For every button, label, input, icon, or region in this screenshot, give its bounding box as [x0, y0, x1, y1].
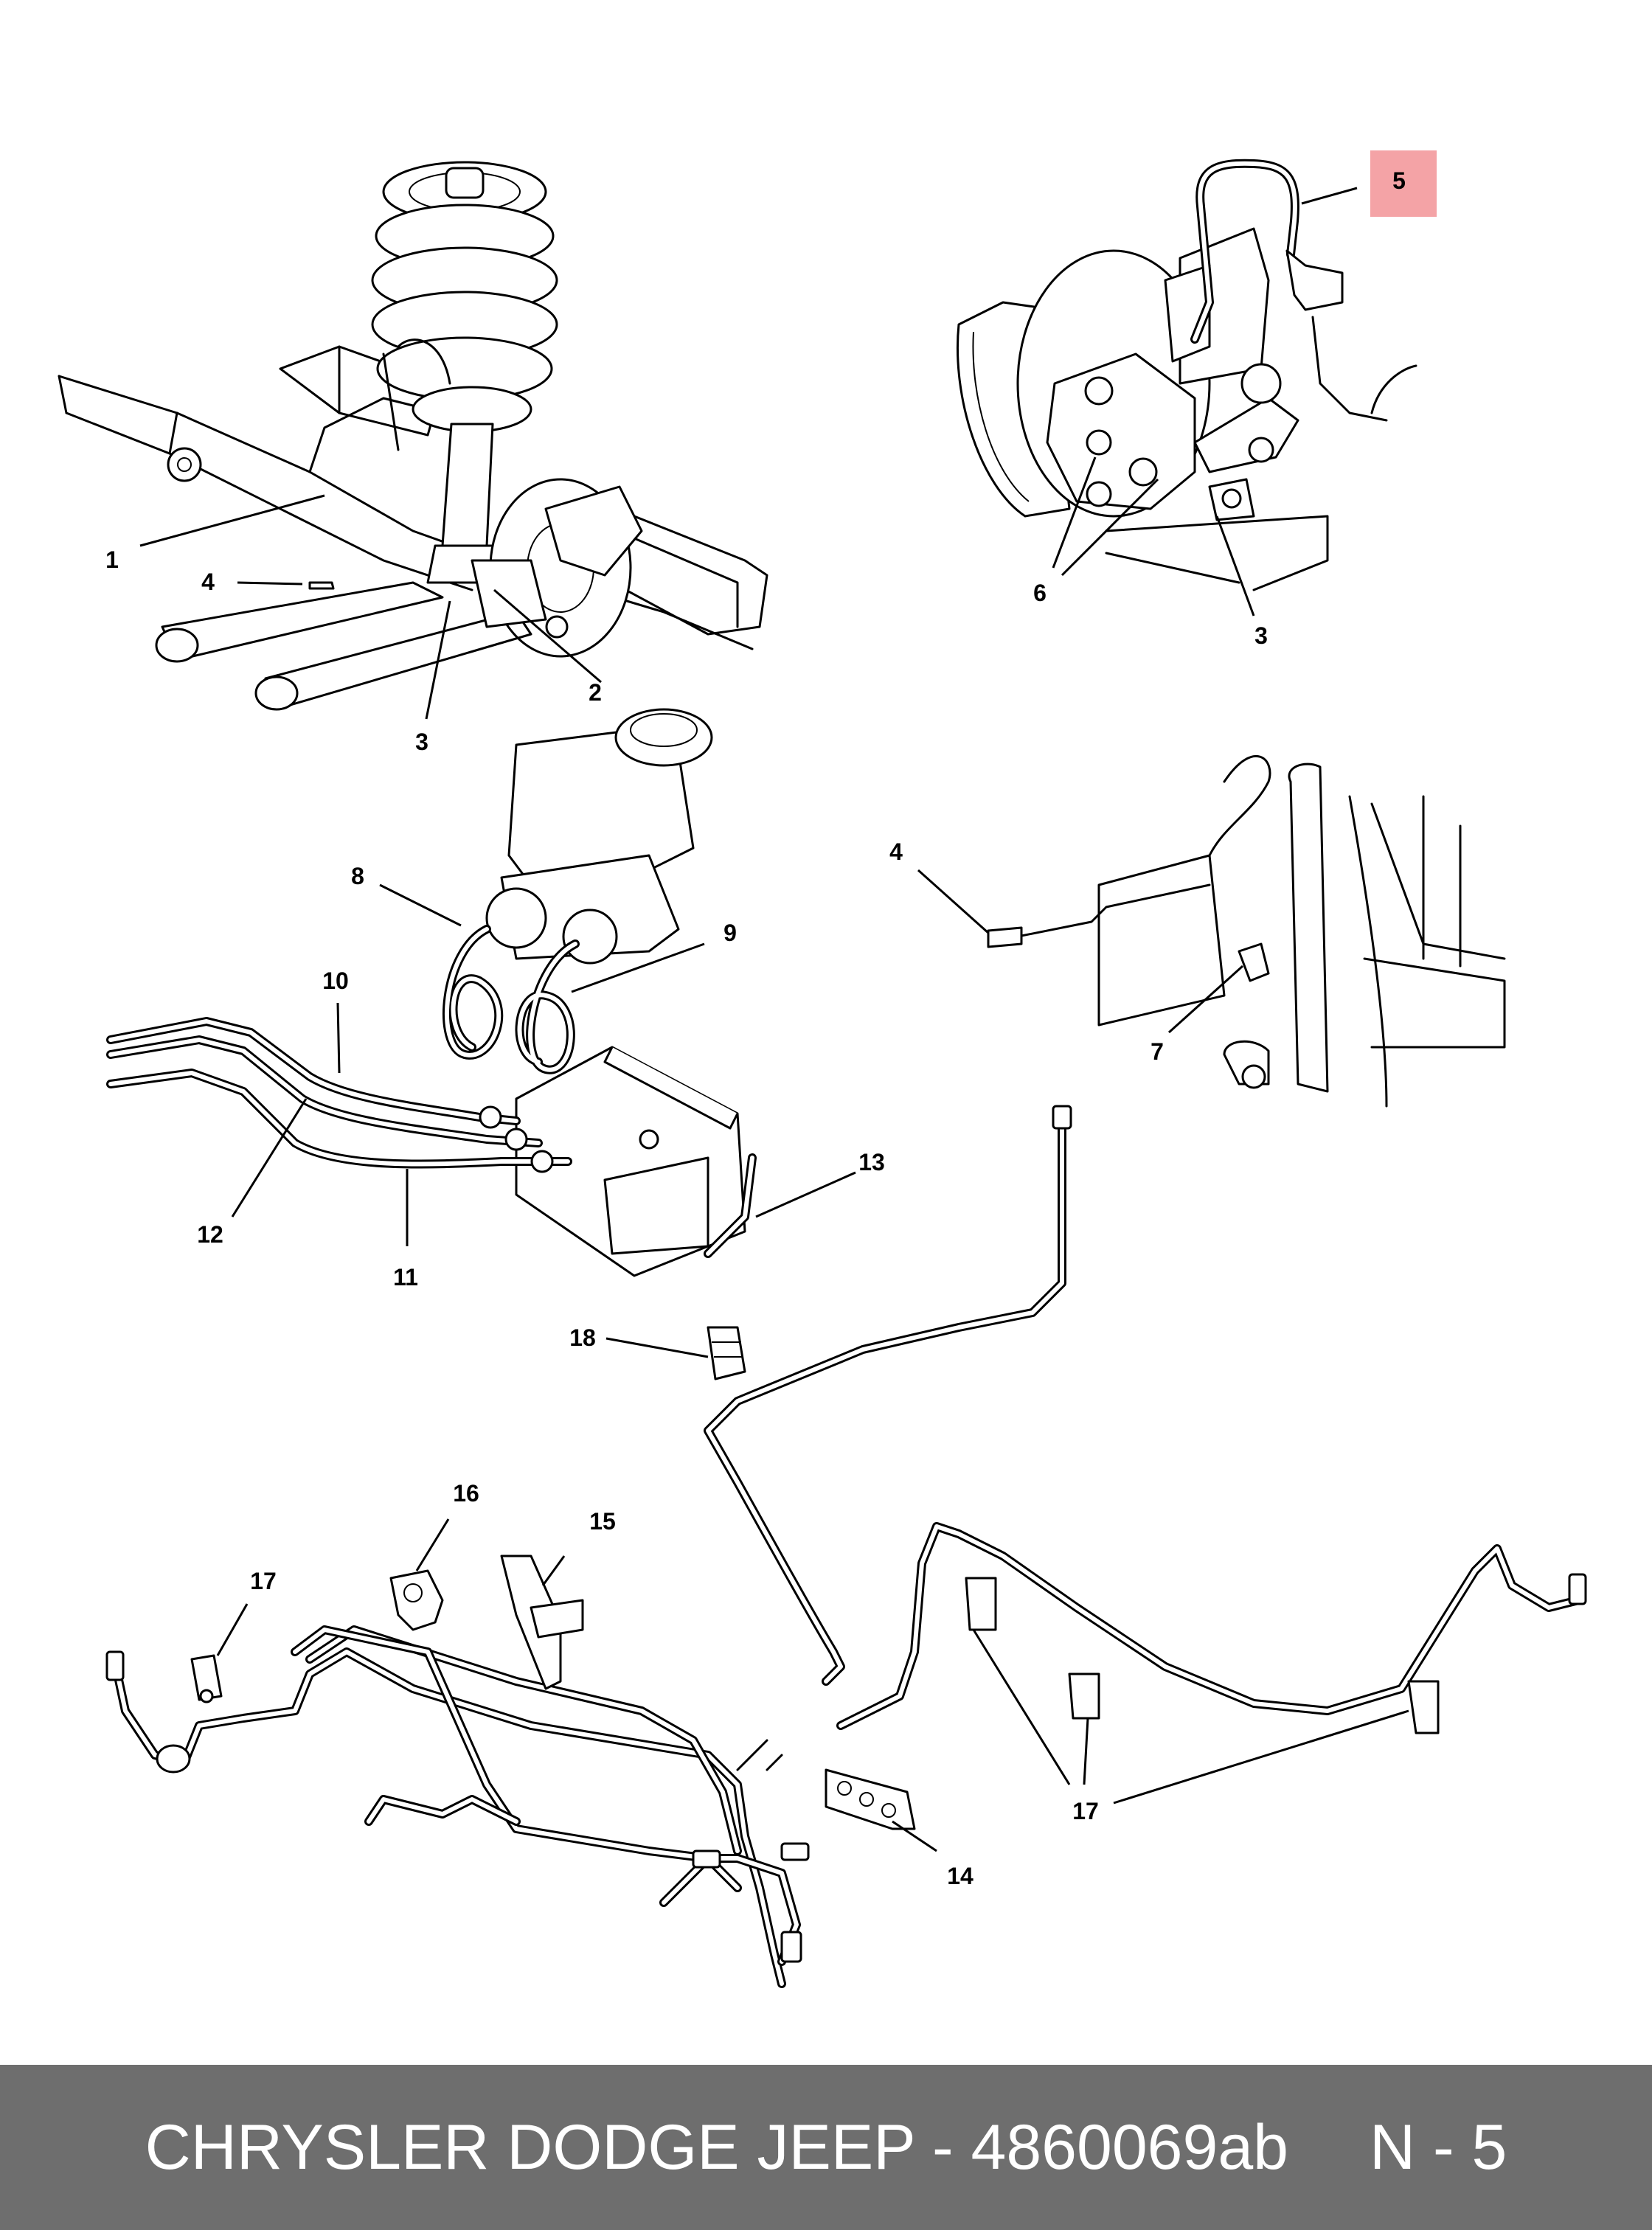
- callout-15: 15: [589, 1508, 616, 1535]
- callout-11: 11: [393, 1264, 418, 1291]
- clip-14: [825, 1768, 916, 1830]
- callout-4-middle: 4: [889, 838, 903, 865]
- clip-16: [389, 1569, 444, 1631]
- coil-spring: [371, 161, 558, 433]
- callout-7: 7: [1150, 1038, 1164, 1065]
- chassis-brake-lines: [105, 1105, 1587, 1988]
- callout-6: 6: [1033, 580, 1047, 606]
- clip-15: [500, 1555, 584, 1690]
- callout-5: 5: [1392, 167, 1406, 194]
- callout-14: 14: [947, 1863, 974, 1889]
- callout-16: 16: [453, 1480, 479, 1507]
- callout-17-right: 17: [1072, 1798, 1099, 1824]
- footer-bar: CHRYSLER DODGE JEEP - 4860069ab N - 5: [0, 2065, 1652, 2230]
- front-suspension-assembly: [58, 161, 768, 711]
- wheel-well-assembly: [987, 755, 1506, 1108]
- callout-3-left: 3: [415, 729, 428, 755]
- clip-18: [707, 1326, 746, 1380]
- clip-17-right-c: [1407, 1680, 1440, 1734]
- clip-17-right-a: [965, 1577, 997, 1631]
- parts-diagram: 1 2 3 3 4 4 5 6 7 8 9 10 11 12 13 14 15 …: [58, 150, 1587, 1988]
- callout-18: 18: [569, 1324, 596, 1351]
- clip-17-left: [190, 1654, 223, 1703]
- callout-2: 2: [589, 679, 602, 706]
- callout-17-left: 17: [250, 1568, 277, 1594]
- master-cylinder-abs-assembly: [106, 708, 757, 1277]
- callout-10: 10: [322, 968, 349, 994]
- callout-12: 12: [197, 1221, 223, 1248]
- callout-5-highlight: [1370, 150, 1437, 217]
- footer-caption: CHRYSLER DODGE JEEP - 4860069ab N - 5: [0, 2065, 1652, 2230]
- callout-9: 9: [723, 920, 737, 946]
- leader-lines: [139, 187, 1409, 1852]
- callout-labels: 1 2 3 3 4 4 5 6 7 8 9 10 11 12 13 14 15 …: [105, 150, 1437, 1889]
- clip-17-right-b: [1068, 1672, 1100, 1720]
- knuckle-brake-hose-assembly: [956, 159, 1417, 591]
- callout-13: 13: [858, 1149, 885, 1175]
- footer-brand-part-number: CHRYSLER DODGE JEEP - 4860069ab: [145, 2111, 1288, 2183]
- callout-4-top: 4: [201, 569, 215, 595]
- callout-8: 8: [351, 863, 364, 889]
- footer-page-number: N - 5: [1369, 2111, 1507, 2183]
- callout-3-right: 3: [1254, 622, 1268, 649]
- callout-1: 1: [105, 546, 119, 573]
